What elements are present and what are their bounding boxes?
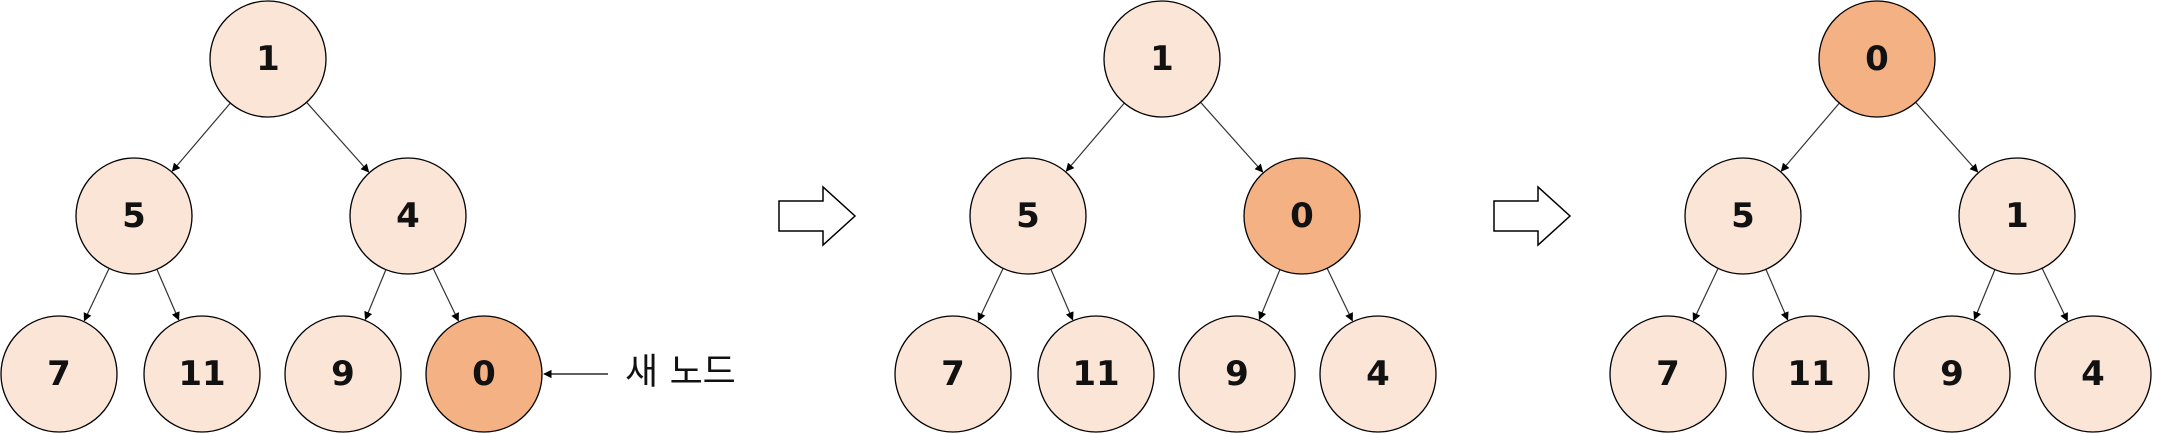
tree-node: 7 — [0, 315, 118, 433]
tree-edge — [1780, 102, 1840, 172]
node-circle — [425, 315, 543, 433]
tree-node: 1 — [1103, 0, 1221, 118]
tree-2-swap: 1 5 0 7 11 9 4 — [894, 0, 1437, 433]
tree-node-highlighted: 0 — [1818, 0, 1936, 118]
node-label: 5 — [1016, 196, 1040, 236]
tree-node: 9 — [1893, 315, 2011, 433]
node-label: 11 — [1787, 354, 1834, 394]
tree-node-highlighted: 0 — [1243, 157, 1361, 275]
tree-3-result: 0 5 1 7 11 9 4 — [1609, 0, 2152, 433]
tree-node: 11 — [143, 315, 261, 433]
tree-edge — [1200, 101, 1264, 173]
tree-node: 7 — [894, 315, 1012, 433]
tree-edge — [1326, 268, 1353, 322]
node-label: 9 — [1940, 354, 1964, 394]
tree-edge — [977, 268, 1004, 322]
node-label: 7 — [941, 354, 965, 394]
tree-edge — [2041, 268, 2068, 322]
node-label: 7 — [1656, 354, 1680, 394]
node-circle — [1609, 315, 1727, 433]
tree-node: 5 — [75, 157, 193, 275]
tree-edge — [1692, 268, 1719, 322]
node-label: 4 — [396, 196, 420, 236]
node-circle — [1243, 157, 1361, 275]
node-label: 1 — [1150, 39, 1174, 79]
tree-node: 9 — [284, 315, 402, 433]
new-node-label: 새 노드 — [625, 352, 736, 393]
node-label: 0 — [472, 354, 496, 394]
tree-edge — [1915, 101, 1979, 173]
tree-edge — [432, 268, 459, 322]
node-circle — [1037, 315, 1155, 433]
node-circle — [1684, 157, 1802, 275]
tree-1-insert: 1 5 4 7 11 9 0 — [0, 0, 543, 433]
node-circle — [1752, 315, 1870, 433]
node-label: 5 — [122, 196, 146, 236]
node-label: 4 — [2081, 354, 2105, 394]
tree-node: 7 — [1609, 315, 1727, 433]
tree-node: 5 — [969, 157, 1087, 275]
node-circle — [349, 157, 467, 275]
tree-edge — [171, 102, 231, 172]
tree-edge — [83, 268, 110, 322]
node-circle — [1319, 315, 1437, 433]
node-circle — [75, 157, 193, 275]
node-label: 1 — [256, 39, 280, 79]
tree-edge — [1065, 102, 1125, 172]
tree-node: 1 — [1958, 157, 2076, 275]
tree-edge — [1050, 269, 1074, 321]
node-label: 0 — [1290, 196, 1314, 236]
node-label: 9 — [1225, 354, 1249, 394]
node-label: 11 — [1072, 354, 1119, 394]
tree-edge — [156, 269, 180, 321]
tree-node: 11 — [1037, 315, 1155, 433]
tree-node: 4 — [349, 157, 467, 275]
node-label: 11 — [178, 354, 225, 394]
node-label: 4 — [1366, 354, 1390, 394]
tree-edge — [1765, 269, 1789, 321]
node-label: 1 — [2005, 196, 2029, 236]
node-label: 0 — [1865, 39, 1889, 79]
node-circle — [0, 315, 118, 433]
step-arrow-1 — [778, 185, 857, 247]
node-label: 7 — [47, 354, 71, 394]
tree-edge — [1973, 269, 1996, 321]
tree-node: 1 — [209, 0, 327, 118]
tree-node: 9 — [1178, 315, 1296, 433]
node-circle — [284, 315, 402, 433]
node-circle — [1103, 0, 1221, 118]
node-circle — [1178, 315, 1296, 433]
tree-node-highlighted: 0 — [425, 315, 543, 433]
node-circle — [2034, 315, 2152, 433]
tree-node: 5 — [1684, 157, 1802, 275]
step-arrow-2 — [1493, 185, 1572, 247]
node-label: 5 — [1731, 196, 1755, 236]
tree-node: 4 — [2034, 315, 2152, 433]
node-label: 9 — [331, 354, 355, 394]
node-circle — [1818, 0, 1936, 118]
node-circle — [969, 157, 1087, 275]
node-circle — [894, 315, 1012, 433]
node-circle — [143, 315, 261, 433]
tree-node: 4 — [1319, 315, 1437, 433]
tree-edge — [364, 269, 387, 321]
tree-node: 11 — [1752, 315, 1870, 433]
node-circle — [1958, 157, 2076, 275]
node-circle — [1893, 315, 2011, 433]
tree-edge — [306, 101, 370, 173]
tree-edge — [1258, 269, 1281, 321]
node-circle — [209, 0, 327, 118]
